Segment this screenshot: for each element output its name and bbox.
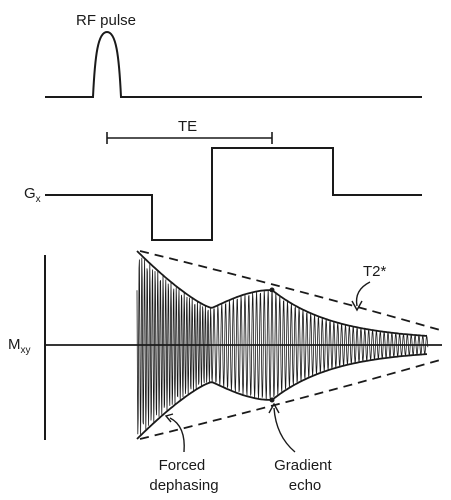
rf-pulse-label: RF pulse xyxy=(76,12,136,29)
t2star-arrow xyxy=(355,281,371,307)
gradient-echo-line1: Gradient xyxy=(274,457,332,474)
gx-label-main: G xyxy=(24,185,36,202)
gradient-echo-arrowhead xyxy=(268,402,280,414)
forced-dephasing-arrowhead xyxy=(164,413,174,423)
forced-dephasing-line1: Forced xyxy=(159,457,206,474)
mxy-label-subscript: xy xyxy=(21,345,31,356)
mxy-label: Mxy xyxy=(8,336,31,356)
t2star-label: T2* xyxy=(363,263,387,280)
gx-label: Gx xyxy=(24,185,41,205)
forced-dephasing-label: Forced dephasing xyxy=(149,457,218,494)
fid-oscillation xyxy=(136,257,429,436)
te-label: TE xyxy=(178,118,197,135)
echo-peak-top xyxy=(269,287,275,293)
gx-label-subscript: x xyxy=(36,194,41,205)
t2star-decay-envelope-upper xyxy=(139,250,441,331)
mxy-label-main: M xyxy=(8,336,21,353)
echo-peak-bottom xyxy=(269,397,275,403)
te-bracket xyxy=(106,132,273,144)
t2star-decay-envelope-lower xyxy=(139,359,441,440)
gradient-echo-label: Gradient echo xyxy=(274,457,336,494)
signal-envelope-lower xyxy=(136,353,428,440)
t2star-arrowhead xyxy=(351,300,363,312)
gx-gradient-trace xyxy=(45,147,422,241)
gradient-echo-line2: echo xyxy=(289,477,322,494)
rf-pulse-trace xyxy=(45,30,422,98)
forced-dephasing-line2: dephasing xyxy=(149,477,218,494)
signal-envelope-upper xyxy=(136,250,428,337)
forced-dephasing-arrow xyxy=(169,417,185,453)
gradient-echo-arrow xyxy=(273,407,296,453)
